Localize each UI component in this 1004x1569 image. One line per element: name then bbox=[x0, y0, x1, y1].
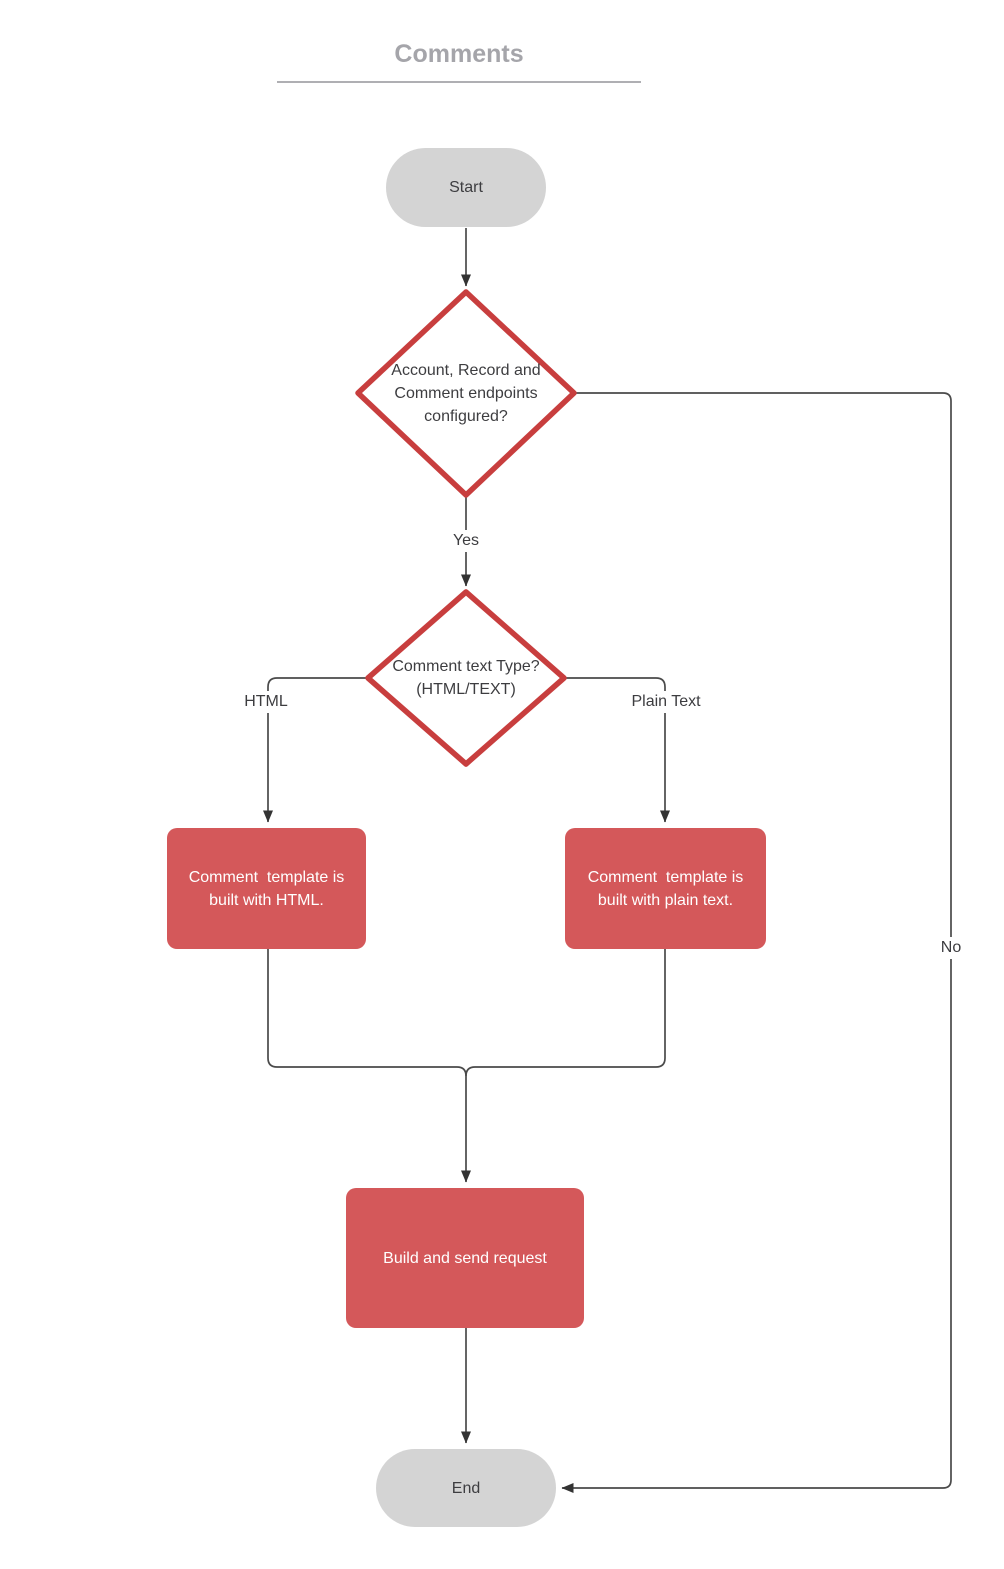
decision-diamond-endpoints bbox=[355, 289, 577, 498]
diagram-title: Comments bbox=[277, 40, 641, 83]
terminal-start: Start bbox=[386, 148, 546, 227]
decision-text-type-label: Comment text Type? (HTML/TEXT) bbox=[392, 658, 540, 698]
edge-merge-right bbox=[465, 949, 666, 1077]
decision-diamond-text-type bbox=[365, 589, 567, 767]
edge-label-no: No bbox=[935, 937, 967, 959]
edge-plain-text-branch bbox=[564, 677, 670, 823]
edge-label-yes: Yes bbox=[447, 530, 485, 552]
edge-html-branch bbox=[263, 677, 368, 823]
decision-endpoints-label: Account, Record and Comment endpoints co… bbox=[391, 361, 541, 425]
process-plain-template: Comment template is built with plain tex… bbox=[565, 828, 766, 949]
process-html-template: Comment template is built with HTML. bbox=[167, 828, 366, 949]
edge-label-plain-text: Plain Text bbox=[626, 691, 706, 713]
edge-merge-left bbox=[267, 949, 471, 1183]
edge-label-html: HTML bbox=[239, 691, 293, 713]
process-build-send-request: Build and send request bbox=[346, 1188, 584, 1328]
terminal-end: End bbox=[376, 1449, 556, 1527]
